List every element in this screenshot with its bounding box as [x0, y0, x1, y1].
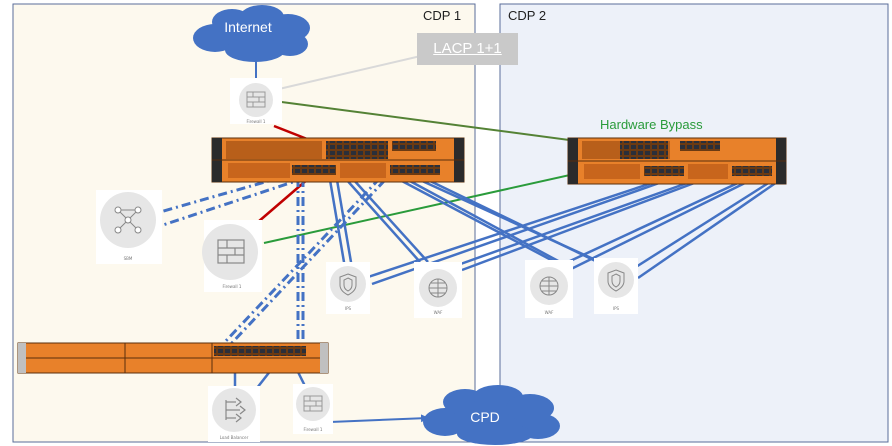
cdp2-zone	[499, 3, 889, 443]
cpd-cloud	[423, 385, 560, 445]
dashdot-links	[159, 170, 387, 347]
ips-caption: IPS	[344, 306, 352, 311]
hardware-bypass-label: Hardware Bypass	[600, 117, 703, 132]
bottom-rack-appliance[interactable]	[17, 342, 329, 374]
firewall-large-node[interactable]	[202, 220, 262, 292]
sbm-caption: SBM	[123, 256, 133, 261]
cdp1-switch[interactable]	[211, 137, 465, 183]
lacp-label: LACP 1+1	[417, 33, 518, 65]
cdp1-blue-links	[328, 177, 611, 270]
load-balancer-caption: Load Balancer	[219, 435, 249, 440]
waf-caption: WAF	[433, 310, 443, 315]
load-balancer-node[interactable]	[208, 386, 260, 442]
ips-cdp2-caption: IPS	[612, 306, 620, 311]
ips-cdp2-node[interactable]	[594, 258, 638, 314]
internet-cloud	[193, 5, 310, 62]
waf-cdp2-node[interactable]	[525, 260, 573, 318]
bottom-firewall-caption: Firewall 1	[303, 427, 323, 432]
ips-node[interactable]	[326, 262, 370, 314]
internet-label: Internet	[224, 19, 272, 35]
lacp-arrow	[265, 54, 426, 95]
cdp2-switch[interactable]	[567, 137, 787, 185]
cpd-arrow	[329, 414, 429, 423]
cdp2-label: CDP 2	[508, 8, 547, 23]
top-firewall-caption: Firewall 1	[246, 119, 266, 124]
cpd-label: CPD	[470, 409, 500, 425]
bottom-firewall-node[interactable]	[293, 384, 333, 434]
waf-node[interactable]	[414, 262, 462, 318]
top-firewall-node[interactable]	[230, 78, 282, 124]
firewall-large-caption: Firewall 1	[222, 284, 242, 289]
sbm-node[interactable]	[96, 190, 162, 264]
waf-cdp2-caption: WAF	[544, 310, 554, 315]
cdp1-label: CDP 1	[423, 8, 462, 23]
